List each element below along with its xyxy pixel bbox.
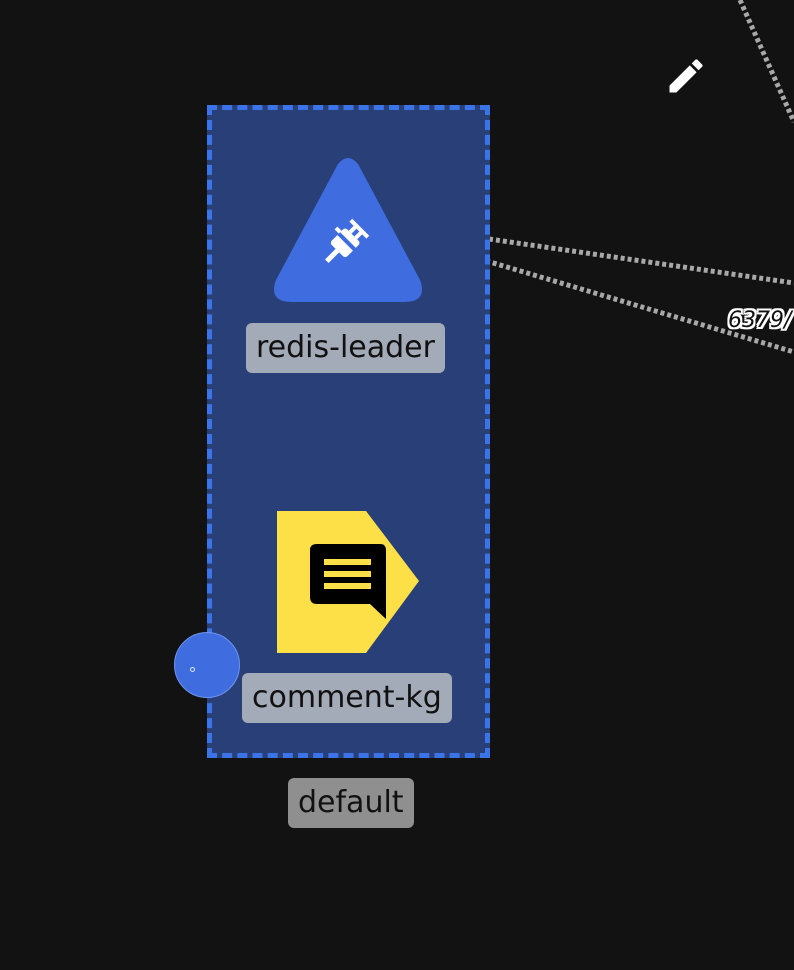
edit-button[interactable] (664, 54, 708, 98)
edge-redis-leader-to-right-top[interactable] (391, 222, 794, 286)
edge-port-label: 6379/ (728, 308, 792, 333)
node-redis-leader[interactable] (272, 156, 424, 303)
node-badge[interactable] (174, 632, 240, 698)
message-icon (310, 544, 386, 619)
node-label-redis-leader: redis-leader (246, 323, 445, 373)
group-label-default: default (288, 778, 414, 828)
edge-top-right[interactable] (737, 0, 794, 124)
node-comment-kg[interactable] (277, 511, 419, 653)
plug-icon (325, 218, 370, 263)
pentagon-node-shape (277, 511, 419, 653)
badge-dot-icon (190, 667, 195, 672)
pencil-icon (669, 59, 703, 93)
node-label-comment-kg: comment-kg (242, 673, 452, 723)
triangle-node-shape (274, 158, 422, 302)
